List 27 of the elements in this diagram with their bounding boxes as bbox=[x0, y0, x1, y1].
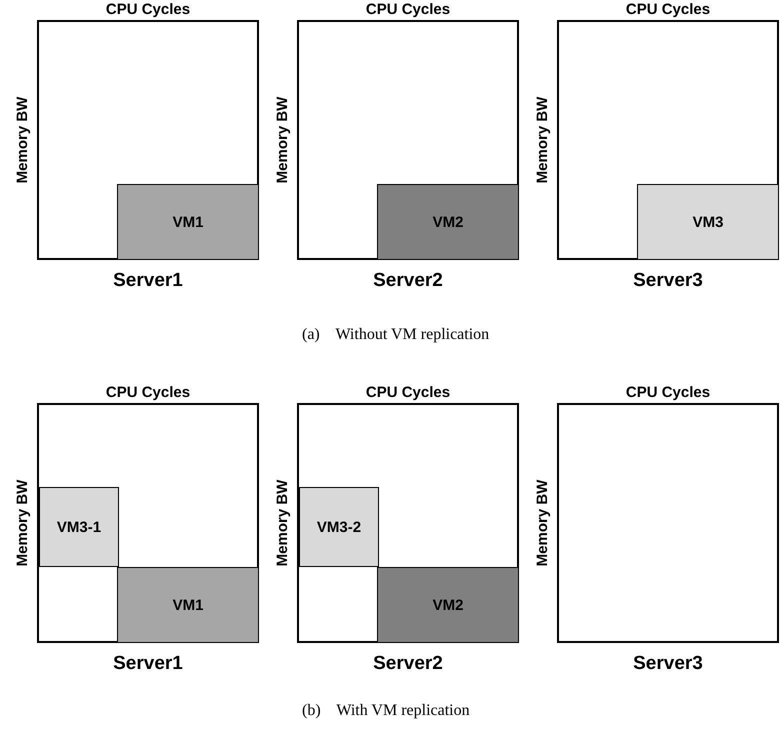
axis-label: Memory BW bbox=[14, 96, 31, 184]
server-label: Server1 bbox=[113, 653, 183, 675]
subfigure-caption: (b) With VM replication bbox=[302, 702, 470, 720]
vm-block: VM3-1 bbox=[39, 487, 119, 567]
axis-label: Memory BW bbox=[534, 480, 551, 566]
axis-label: Memory BW bbox=[274, 480, 291, 566]
vm-block: VM1 bbox=[117, 567, 259, 643]
vm-block: VM2 bbox=[377, 184, 519, 260]
resource-heading: CPU Cycles bbox=[106, 384, 190, 401]
subfigure-caption: (a) Without VM replication bbox=[302, 326, 490, 344]
server-label: Server2 bbox=[373, 653, 443, 675]
axis-label: Memory BW bbox=[534, 96, 551, 184]
axis-label: Memory BW bbox=[14, 480, 31, 566]
resource-heading: CPU Cycles bbox=[626, 384, 710, 401]
vm-block: VM2 bbox=[377, 567, 519, 643]
vm-block: VM1 bbox=[117, 184, 259, 260]
vm-block: VM3-2 bbox=[299, 487, 379, 567]
server-label: Server3 bbox=[633, 653, 703, 675]
resource-heading: CPU Cycles bbox=[106, 1, 190, 18]
resource-heading: CPU Cycles bbox=[626, 1, 710, 18]
vm-block: VM3 bbox=[637, 184, 779, 260]
server-label: Server2 bbox=[373, 270, 443, 292]
server-label: Server3 bbox=[633, 270, 703, 292]
resource-heading: CPU Cycles bbox=[366, 384, 450, 401]
resource-heading: CPU Cycles bbox=[366, 1, 450, 18]
axis-label: Memory BW bbox=[274, 96, 291, 184]
server-label: Server1 bbox=[113, 270, 183, 292]
